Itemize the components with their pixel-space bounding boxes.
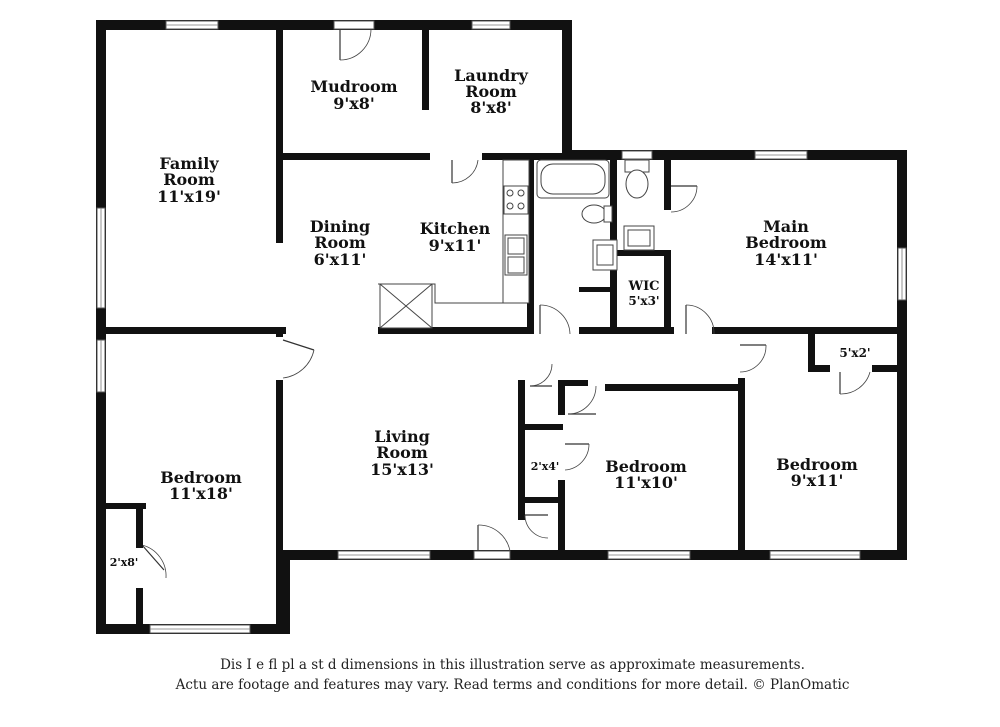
room-name: Kitchen [420,219,491,238]
room-name: WIC [627,279,659,294]
room-living: Living Room 15'x13' [370,427,434,479]
room-dimensions: 11'x19' [157,187,221,206]
room-name: Living [374,427,430,446]
room-name: Room [376,443,428,462]
room-family: Family Room 11'x19' [157,154,221,206]
room-bedroom-right: Bedroom 9'x11' [776,455,858,490]
room-name: Bedroom [776,455,858,474]
room-dining: Dining Room 6'x11' [310,217,370,269]
room-dimensions: 2'x4' [531,460,560,473]
room-mudroom: Mudroom 9'x8' [310,77,397,113]
room-name: Bedroom [605,457,687,476]
room-dimensions: 5'x3' [628,294,659,308]
disclaimer-line-1: Dis I e fl pl a st d dimensions in this … [220,657,805,673]
room-name: Bedroom [160,468,242,487]
room-name: Room [465,82,517,101]
room-dimensions: 11'x18' [169,484,233,503]
doors [141,20,871,579]
room-labels: Mudroom 9'x8' Laundry Room 8'x8' Family … [110,66,871,569]
room-dimensions: 11'x10' [614,473,678,492]
room-dimensions: 5'x2' [839,346,870,360]
fixtures [378,159,655,329]
disclaimer: Dis I e fl pl a st d dimensions in this … [0,655,1000,695]
room-closet-small: 5'x2' [839,346,870,360]
room-name: Dining [310,217,370,236]
room-name: Mudroom [310,77,397,96]
closet-left-walls [106,503,146,628]
room-dimensions: 9'x11' [791,471,844,490]
room-name: Room [163,170,215,189]
room-bedroom-left: Bedroom 11'x18' [160,468,242,503]
room-dimensions: 6'x11' [314,250,367,269]
room-dimensions: 15'x13' [370,460,434,479]
room-dimensions: 9'x11' [429,236,482,255]
room-dimensions: 9'x8' [333,94,375,113]
room-main-bedroom: Main Bedroom 14'x11' [745,217,827,269]
room-name: Laundry [454,66,529,85]
room-kitchen: Kitchen 9'x11' [420,219,491,255]
room-name: Main [763,217,809,236]
room-name: Family [159,154,219,173]
room-closet-left: 2'x8' [110,556,139,569]
room-closet-hall: 2'x4' [531,460,560,473]
room-name: Room [314,233,366,252]
room-bedroom-center: Bedroom 11'x10' [605,457,687,492]
disclaimer-line-2: Actu are footage and features may vary. … [175,677,850,693]
room-dimensions: 8'x8' [470,98,512,117]
room-dimensions: 14'x11' [754,250,818,269]
room-dimensions: 2'x8' [110,556,139,569]
windows [96,20,907,634]
room-laundry: Laundry Room 8'x8' [454,66,529,117]
room-wic: WIC 5'x3' [627,279,659,308]
room-name: Bedroom [745,233,827,252]
